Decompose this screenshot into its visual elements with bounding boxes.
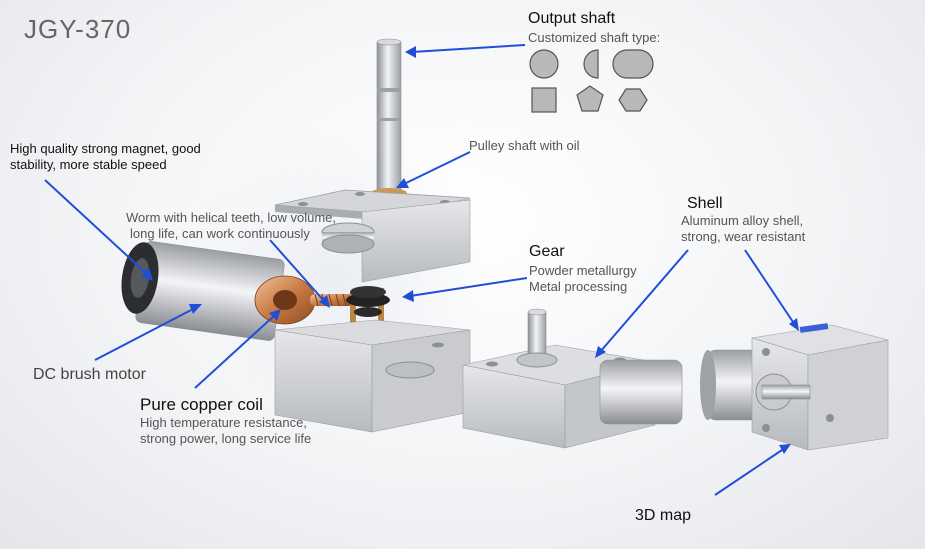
gear-line1: Powder metallurgy: [529, 263, 637, 278]
pulley-note: Pulley shaft with oil: [469, 138, 580, 153]
gear-title: Gear: [529, 243, 565, 260]
shell-title: Shell: [687, 195, 723, 212]
worm-note-line1: Worm with helical teeth, low volume,: [126, 210, 337, 225]
double-d-icon: [612, 49, 654, 79]
copper-coil-rotor: [254, 275, 358, 325]
callout-arrows: [44, 44, 799, 496]
square-icon: [531, 87, 557, 113]
shell-line1: Aluminum alloy shell,: [681, 213, 804, 228]
shell-line2: strong, wear resistant: [681, 229, 806, 244]
pentagon-icon: [576, 85, 604, 112]
coil-line2: strong power, long service life: [140, 431, 312, 446]
coil-title: Pure copper coil: [140, 395, 263, 414]
motor-note: DC brush motor: [33, 366, 146, 383]
worm-note-line2: long life, can work continuously: [130, 226, 310, 241]
output-shaft-title: Output shaft: [528, 10, 616, 27]
spur-gear-upper: [321, 222, 375, 254]
upper-housing: [361, 199, 471, 283]
dc-motor: [121, 241, 285, 341]
shaft-type-icons: [529, 49, 654, 113]
circle-icon: [529, 49, 559, 79]
black-gear-stack: [346, 286, 390, 332]
output-shaft-subtitle: Customized shaft type:: [528, 30, 661, 45]
assembled-gearbox: [462, 308, 683, 449]
model-title: JGY-370: [24, 14, 132, 44]
magnet-note-line1: High quality strong magnet, good: [10, 141, 201, 156]
gear-line2: Metal processing: [529, 279, 628, 294]
lower-housing: [274, 319, 471, 433]
d-shape-icon: [583, 49, 599, 79]
coil-line1: High temperature resistance,: [140, 415, 307, 430]
assembled-gearbox-right: [700, 323, 889, 451]
magnet-note-line2: stability, more stable speed: [10, 157, 167, 172]
hexagon-icon: [618, 88, 648, 112]
map-note: 3D map: [635, 507, 692, 524]
